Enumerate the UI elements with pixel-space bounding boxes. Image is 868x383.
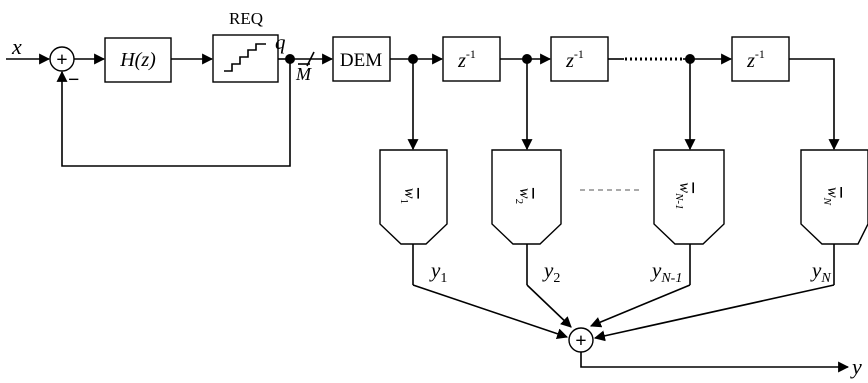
- feedback-minus-sign: −: [68, 69, 79, 91]
- quantizer-block: [212, 34, 279, 83]
- sum-input-1: [412, 284, 569, 340]
- weight-block-1: w1: [379, 149, 448, 245]
- output-label-n: yN: [810, 258, 831, 286]
- weight-label-n: wN: [821, 187, 841, 206]
- staircase-icon: [224, 43, 266, 72]
- output-label-2: y2: [542, 258, 560, 286]
- last-tap-line: [789, 58, 840, 151]
- output-summer-plus: +: [575, 330, 586, 352]
- summer-plus-sign: +: [56, 49, 67, 71]
- quantized-signal-label: q: [275, 30, 286, 54]
- bus-width-label: M: [295, 64, 312, 84]
- quantizer-label: REQ: [229, 9, 263, 28]
- sum-input-n: [593, 284, 835, 342]
- dem-label: DEM: [340, 50, 382, 71]
- weight-block-n: wN: [800, 149, 868, 245]
- sum-input-2: [526, 284, 572, 328]
- output-label-1: y1: [429, 258, 447, 286]
- feedback-path: [56, 59, 291, 167]
- weight-label-n1: wN-1: [673, 182, 693, 209]
- weight-block-n1: wN-1: [653, 149, 725, 245]
- sum-input-n1: [589, 284, 691, 328]
- weight-label-1: w1: [398, 188, 418, 204]
- loop-filter-label: H(z): [119, 49, 156, 71]
- delay-block-1: [442, 36, 501, 82]
- delay-block-n: [731, 36, 790, 82]
- weight-block-2: w2: [491, 149, 562, 245]
- delay-label-1: z-1: [457, 47, 476, 72]
- delay-block-2: [550, 36, 609, 82]
- input-label: x: [11, 34, 22, 59]
- output-summing-junction: +: [568, 327, 594, 353]
- weight-label-2: w2: [513, 188, 533, 204]
- delay-label-n: z-1: [746, 47, 765, 72]
- output-label: y: [850, 354, 862, 379]
- loop-filter-block: [104, 37, 172, 83]
- input-summing-junction: +: [49, 46, 75, 72]
- output-label-n1: yN-1: [650, 258, 682, 286]
- delay-label-2: z-1: [565, 47, 584, 72]
- output-arrow: [580, 352, 850, 373]
